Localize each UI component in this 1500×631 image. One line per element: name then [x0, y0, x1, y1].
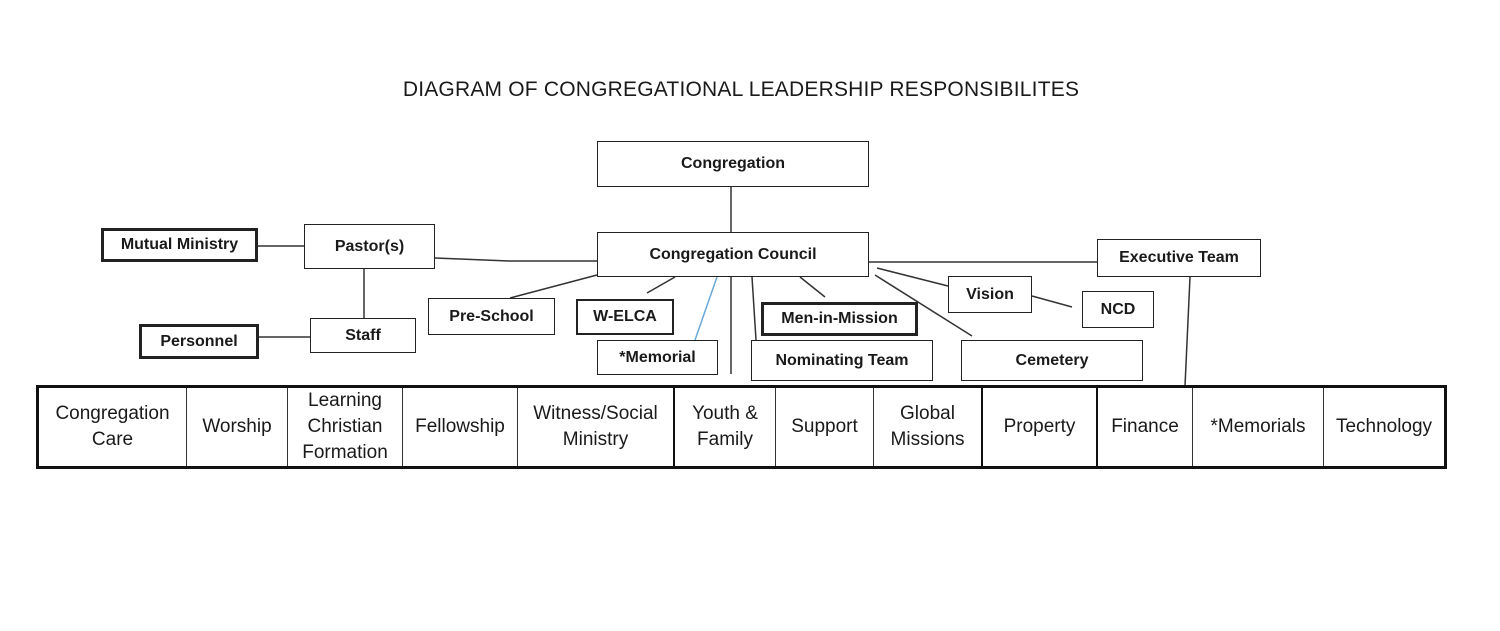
ministry-cell: Finance — [1096, 388, 1192, 466]
line-vision-ncd — [1031, 295, 1073, 308]
node-vision: Vision — [948, 276, 1032, 313]
ministry-cell: Witness/Social Ministry — [517, 388, 673, 466]
line-pastor-council — [434, 257, 597, 262]
ministry-cell: Property — [981, 388, 1096, 466]
line-council-welca — [646, 276, 676, 294]
ministry-cell: Youth & Family — [673, 388, 775, 466]
ministry-cell: Global Missions — [873, 388, 981, 466]
line-council-men — [799, 276, 826, 298]
ministry-cell: Learning Christian Formation — [287, 388, 402, 466]
node-staff: Staff — [310, 318, 416, 353]
ministry-cell: *Memorials — [1192, 388, 1323, 466]
node-cemetery: Cemetery — [961, 340, 1143, 381]
diagram-title: DIAGRAM OF CONGREGATIONAL LEADERSHIP RES… — [402, 78, 1080, 101]
node-welca: W-ELCA — [576, 299, 674, 335]
node-personnel: Personnel — [139, 324, 259, 359]
ministry-table: Congregation Care Worship Learning Chris… — [36, 385, 1447, 469]
ministry-cell: Congregation Care — [55, 403, 170, 450]
line-council-nominating — [751, 276, 757, 341]
line-executive-table — [1184, 276, 1191, 387]
line-council-preschool — [509, 274, 598, 299]
node-ncd: NCD — [1082, 291, 1154, 328]
node-congregation-council: Congregation Council — [597, 232, 869, 277]
node-memorial: *Memorial — [597, 340, 718, 375]
node-nominating-team: Nominating Team — [751, 340, 933, 381]
ministry-cell: Technology — [1323, 388, 1444, 466]
ministry-cell: Fellowship — [402, 388, 517, 466]
node-executive-team: Executive Team — [1097, 239, 1261, 277]
node-mutual-ministry: Mutual Ministry — [101, 228, 258, 262]
node-pre-school: Pre-School — [428, 298, 555, 335]
ministry-cell: Worship — [186, 388, 287, 466]
node-congregation: Congregation — [597, 141, 869, 187]
line-council-memorial — [694, 276, 718, 341]
line-council-vision — [876, 267, 949, 287]
ministry-cell: Support — [775, 388, 873, 466]
line-council-cemetery — [874, 274, 973, 337]
node-pastors: Pastor(s) — [304, 224, 435, 269]
node-men-in-mission: Men-in-Mission — [761, 302, 918, 336]
